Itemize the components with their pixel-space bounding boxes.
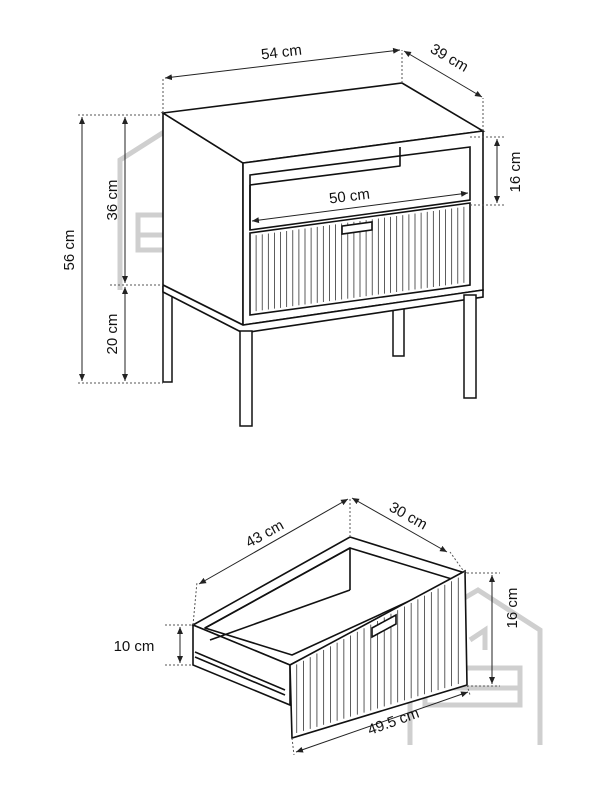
nightstand-drawing [160, 82, 486, 427]
leg-back-left [162, 284, 173, 383]
width-label: 54 cm [260, 42, 303, 64]
leg-front-right [463, 294, 477, 399]
leg-front-left [239, 330, 253, 427]
drawer-width-label: 50 cm [328, 186, 371, 208]
shelf-height-label: 16 cm [507, 152, 524, 193]
drawer-panel-handle [371, 613, 397, 639]
depth-label: 39 cm [427, 41, 471, 76]
drawer-depth-label: 30 cm [386, 499, 430, 534]
drawer-front-height-label: 16 cm [504, 588, 521, 629]
drawer-handle [341, 221, 373, 235]
drawer-drawing [191, 536, 468, 740]
drawer-front-ribs [255, 206, 465, 312]
leg-height-label: 20 cm [104, 314, 121, 355]
total-height-label: 56 cm [61, 230, 78, 271]
drawer-side-height-label: 10 cm [114, 638, 155, 655]
body-height-label: 36 cm [104, 180, 121, 221]
